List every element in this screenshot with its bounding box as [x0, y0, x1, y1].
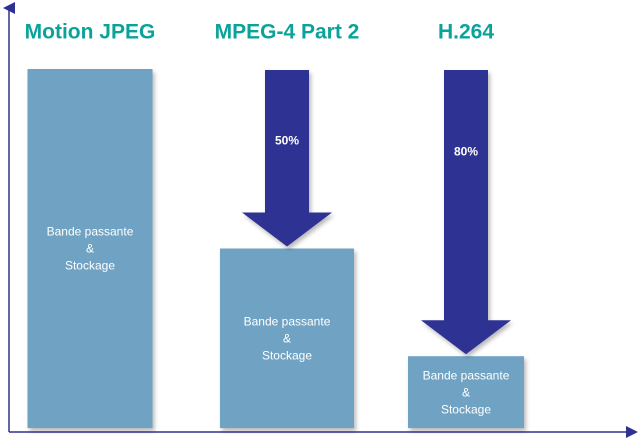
bar-label: Bande passante & Stockage [423, 368, 510, 416]
bar-label-line: Stockage [65, 259, 115, 273]
bar-label: Bande passante & Stockage [47, 225, 134, 273]
category-label: H.264 [438, 21, 494, 44]
bar-label-line: Stockage [262, 348, 312, 362]
category-label: Motion JPEG [25, 21, 156, 44]
bar-label-line: Bande passante [47, 225, 134, 239]
bar-label-line: & [86, 242, 94, 256]
reduction-label: 80% [454, 145, 478, 159]
reduction-label: 50% [275, 133, 299, 147]
category-label: MPEG-4 Part 2 [215, 21, 360, 44]
bar-label: Bande passante & Stockage [244, 314, 331, 362]
bar-label-line: Bande passante [423, 368, 510, 382]
bar-label-line: & [462, 385, 470, 399]
reduction-arrow [242, 70, 332, 247]
chart-marks: Motion JPEG Bande passante & Stockage MPEG-4… [25, 21, 524, 428]
bar [220, 248, 354, 428]
bar [27, 69, 153, 428]
bar-label-line: & [283, 331, 291, 345]
reduction-arrow [421, 70, 511, 355]
bar [408, 356, 524, 428]
bar-label-line: Bande passante [244, 314, 331, 328]
bar-label-line: Stockage [441, 402, 491, 416]
